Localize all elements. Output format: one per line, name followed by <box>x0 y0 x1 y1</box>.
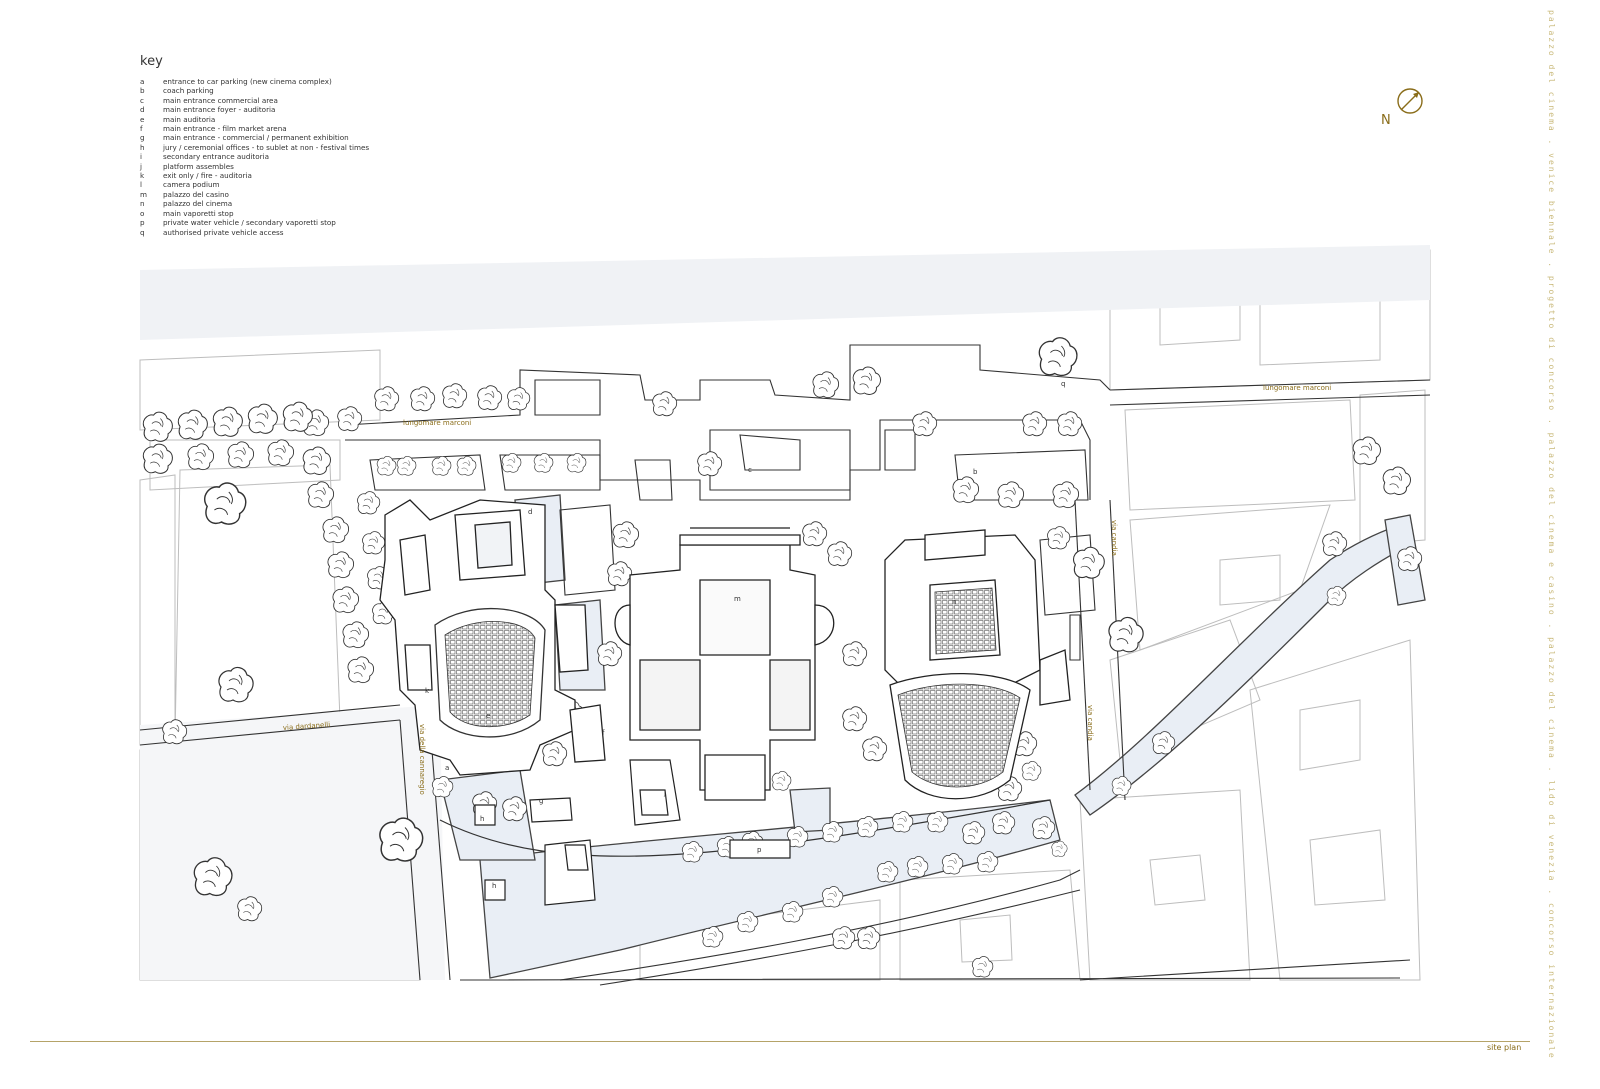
legend-item-text: main entrance - commercial / permanent e… <box>163 133 349 143</box>
legend-item-letter: f <box>140 124 143 134</box>
ground-shading <box>140 245 1430 980</box>
legend-item-letter: j <box>140 161 142 171</box>
legend-item-text: main entrance foyer - auditoria <box>163 105 276 115</box>
legend-item-letter: c <box>140 95 144 105</box>
legend-item-text: authorised private vehicle access <box>163 227 284 237</box>
plan-tag-a: a <box>445 764 449 772</box>
plan-tag-g: g <box>539 797 543 805</box>
legend-item: k exit only / fire - auditoria <box>140 171 460 180</box>
legend-item-text: palazzo del casino <box>163 189 229 199</box>
legend-item: j platform assembles <box>140 162 460 171</box>
legend-item: e main auditoria <box>140 115 460 124</box>
legend-item-letter: m <box>140 189 148 199</box>
legend-item-letter: i <box>140 152 142 162</box>
small-pavilions <box>474 759 791 906</box>
legend-item-text: entrance to car parking (new cinema comp… <box>163 77 332 86</box>
legend-item: d main entrance foyer - auditoria <box>140 105 460 114</box>
legend-item: m palazzo del casino <box>140 190 460 199</box>
legend-item: n palazzo del cinema <box>140 199 460 208</box>
legend-item: i secondary entrance auditoria <box>140 152 460 161</box>
legend-key: key a entrance to car parking (new cinema… <box>140 54 460 237</box>
street-label-via-candia-mid: via candia <box>1086 705 1094 741</box>
vertical-title-strip: palazzo del cinema . venice biennale . p… <box>1547 10 1556 1060</box>
legend-item-text: main entrance commercial area <box>163 95 278 105</box>
legend-item-letter: p <box>140 218 145 228</box>
plan-tag-e: e <box>486 712 490 720</box>
plan-tag-c: c <box>748 466 752 474</box>
palazzo-del-casino <box>614 527 835 801</box>
legend-item-letter: d <box>140 105 145 115</box>
legend-item-letter: e <box>140 114 145 124</box>
legend-title: key <box>140 54 163 69</box>
legend-list: a entrance to car parking (new cinema com… <box>140 77 460 237</box>
legend-item: a entrance to car parking (new cinema com… <box>140 77 460 86</box>
plan-tag-h-2: h <box>492 882 496 890</box>
legend-item-letter: g <box>140 133 145 143</box>
legend-item: c main entrance commercial area <box>140 96 460 105</box>
legend-item: l camera podium <box>140 180 460 189</box>
legend-item-text: exit only / fire - auditoria <box>163 171 252 181</box>
street-label-via-cannaregio: via della cannaregio <box>418 724 426 795</box>
legend-item-text: palazzo del cinema <box>163 199 233 209</box>
plan-tag-b: b <box>973 468 978 476</box>
legend-item: b coach parking <box>140 86 460 95</box>
legend-item: p private water vehicle / secondary vapor… <box>140 218 460 227</box>
legend-item-letter: o <box>140 208 145 218</box>
canal-edge <box>439 799 1051 857</box>
legend-item-text: main vaporetti stop <box>163 208 234 218</box>
legend-item-text: main auditoria <box>163 114 216 124</box>
plan-tag-f: f <box>602 729 605 737</box>
street-label-via-dardanelli: via dardanelli <box>283 721 331 732</box>
palazzo-del-cinema <box>884 529 1071 800</box>
legend-item-letter: b <box>140 86 145 96</box>
legend-item-text: coach parking <box>163 86 214 96</box>
street-label-via-candia-top: via candia <box>1110 520 1118 556</box>
north-label: N <box>1381 113 1391 128</box>
plan-tag-k: k <box>425 687 430 695</box>
street-label-lungomare-right: lungomare marconi <box>1263 384 1331 392</box>
legend-item-text: secondary entrance auditoria <box>163 152 269 162</box>
footer-label: site plan <box>1487 1043 1522 1052</box>
plan-tag-p: p <box>757 846 762 854</box>
legend-item-letter: h <box>140 142 145 152</box>
legend-item: h jury / ceremonial offices - to sublet a… <box>140 143 460 152</box>
footer-rule <box>30 1041 1530 1042</box>
legend-item: f main entrance - film market arena <box>140 124 460 133</box>
plan-tag-d: d <box>528 508 532 516</box>
plan-tag-j: j <box>663 789 666 797</box>
plan-tag-n: n <box>952 598 956 606</box>
legend-item: o main vaporetti stop <box>140 209 460 218</box>
legend-item-text: main entrance - film market arena <box>163 124 287 134</box>
legend-item-text: jury / ceremonial offices - to sublet at… <box>163 142 370 152</box>
legend-item-text: private water vehicle / secondary vapore… <box>163 218 336 228</box>
legend-item-letter: a <box>140 77 145 86</box>
legend-item-letter: q <box>140 227 145 237</box>
plan-tag-q: q <box>1061 380 1065 388</box>
legend-item: g main entrance - commercial / permanent … <box>140 133 460 142</box>
plan-tag-h-1: h <box>480 815 484 823</box>
street-label-lungomare-left: lungomare marconi <box>403 419 471 427</box>
legend-item-text: platform assembles <box>163 161 234 171</box>
legend-item: q authorised private vehicle access <box>140 228 460 237</box>
north-arrow-icon <box>1397 88 1423 114</box>
legend-item-text: camera podium <box>163 180 220 190</box>
legend-item-letter: l <box>140 180 142 190</box>
west-auditorium-complex <box>379 499 606 776</box>
legend-item-letter: n <box>140 199 145 209</box>
legend-item-letter: k <box>140 171 145 181</box>
plan-tag-m: m <box>734 595 741 603</box>
